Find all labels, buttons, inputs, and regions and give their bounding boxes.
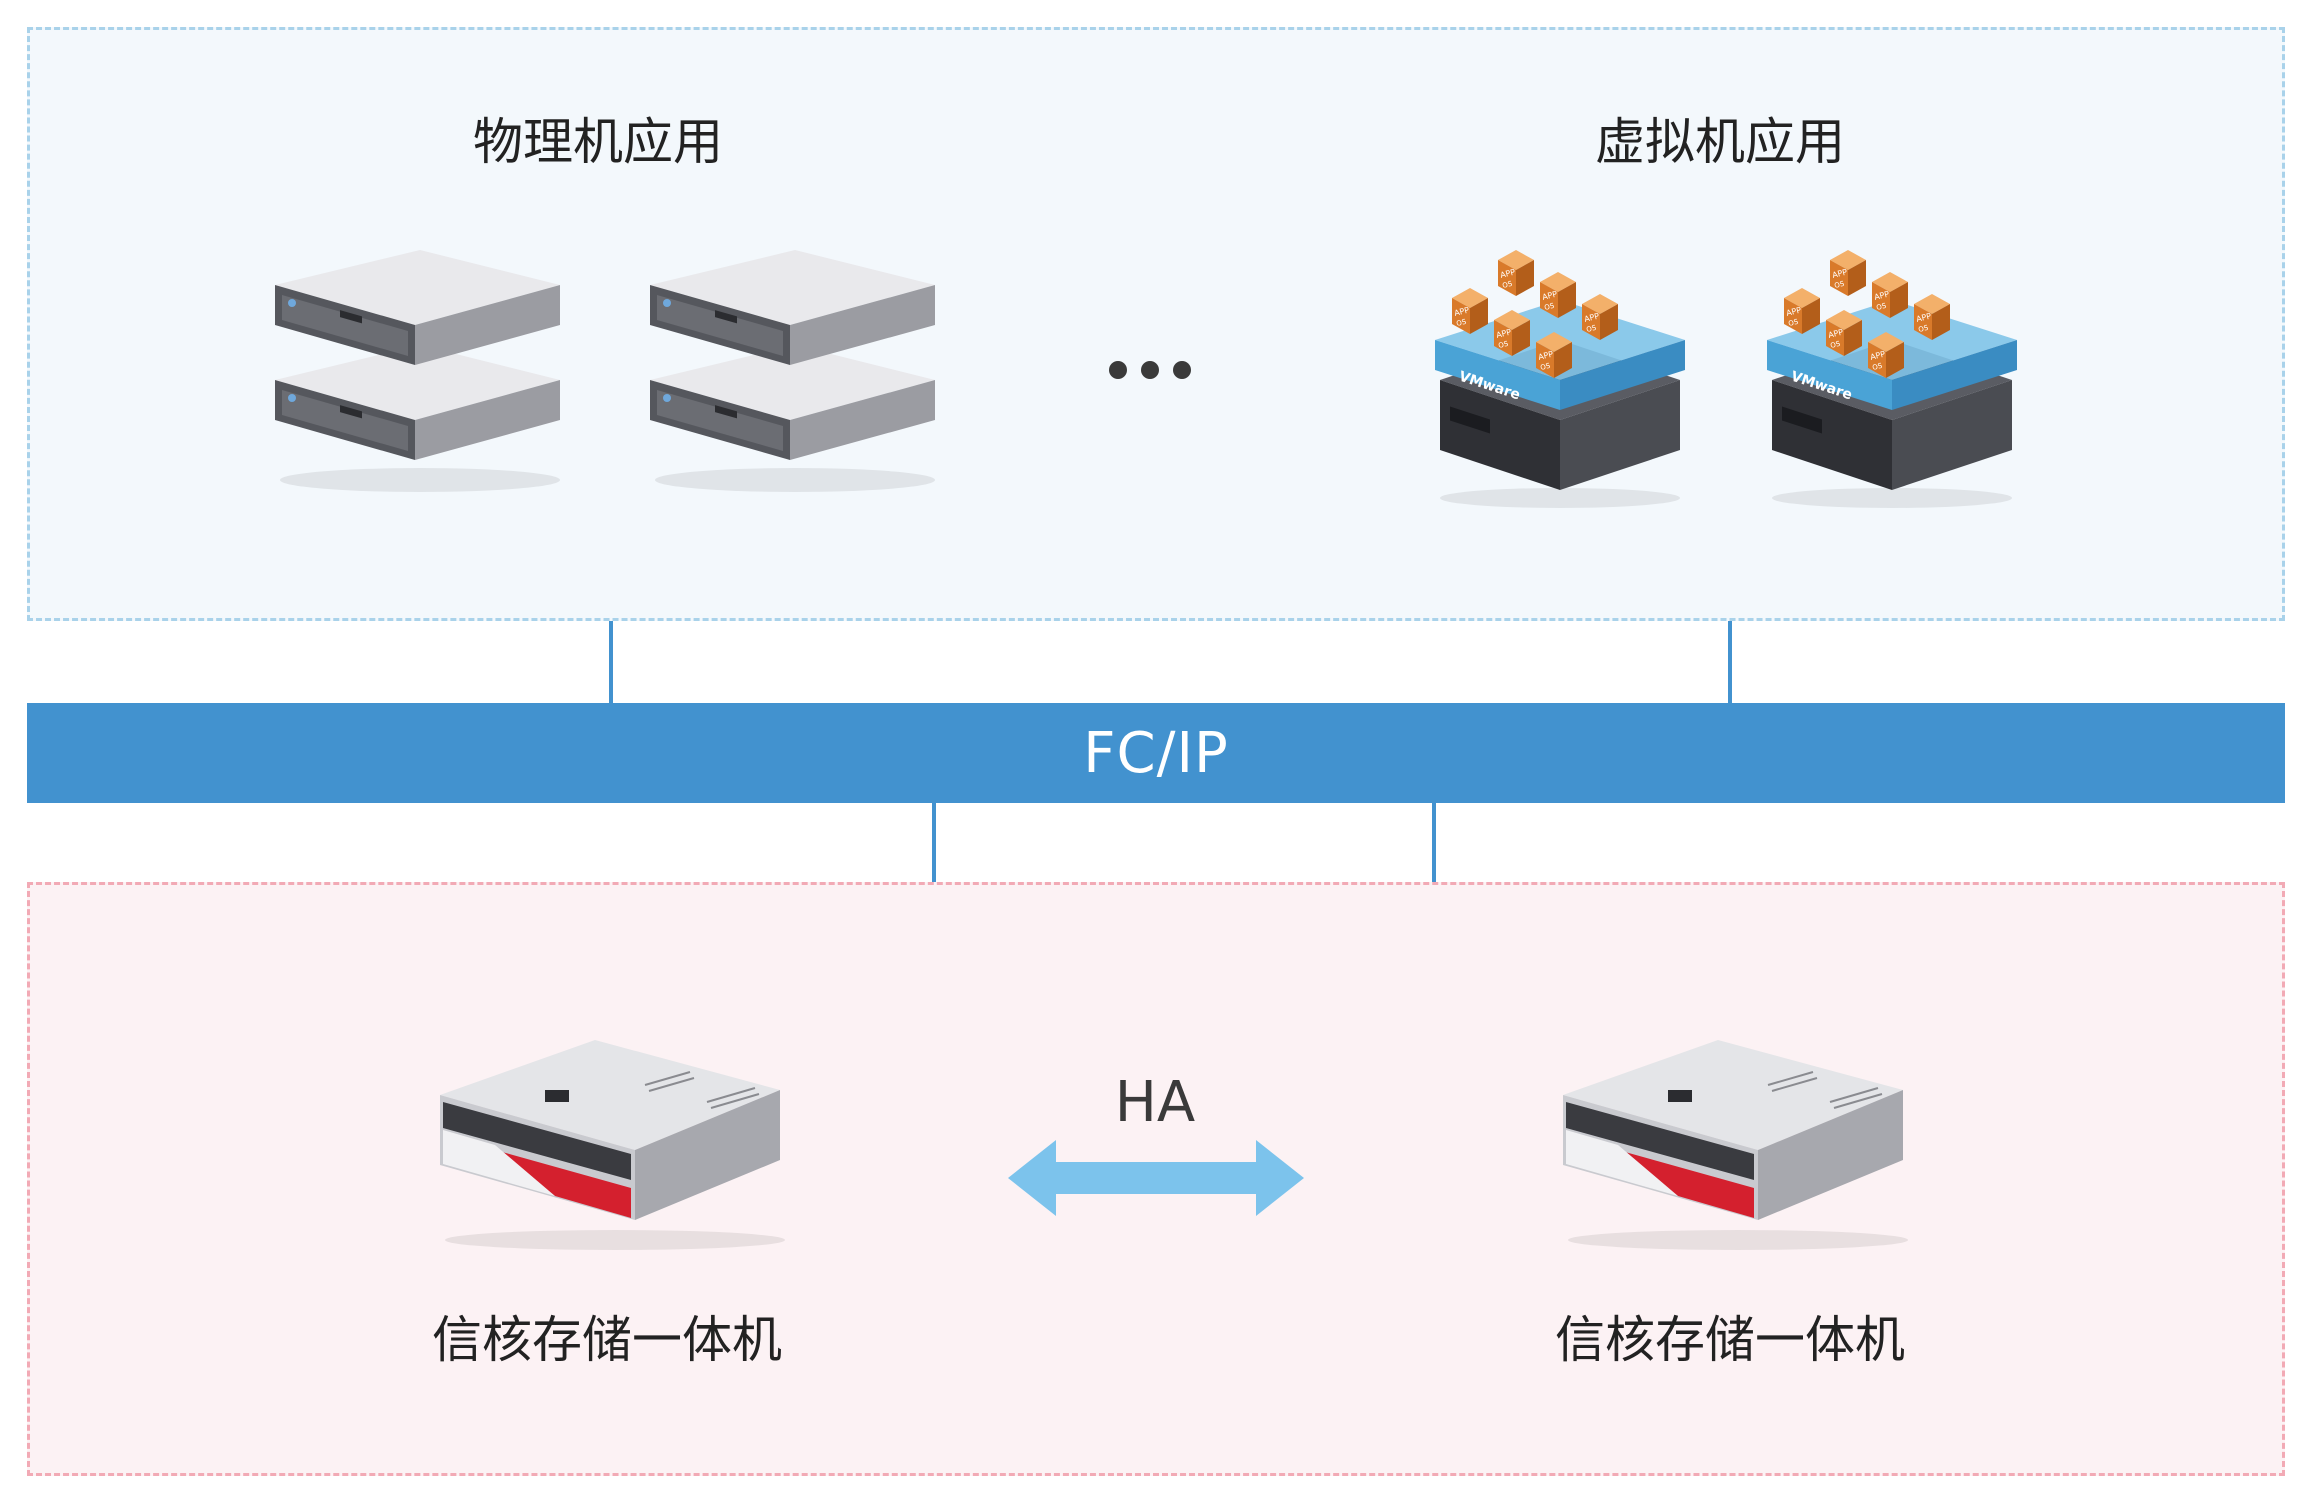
svg-text:OS: OS [1876,302,1888,312]
svg-text:OS: OS [1544,302,1556,312]
svg-text:OS: OS [1586,324,1598,334]
svg-text:APP: APP [1831,268,1848,280]
fc-ip-bus: FC/IP [27,703,2285,803]
svg-text:OS: OS [1456,318,1468,328]
svg-text:OS: OS [1788,318,1800,328]
virtual-app-label: 虚拟机应用 [1595,113,1845,171]
svg-text:APP: APP [1873,290,1890,302]
svg-text:APP: APP [1869,350,1886,362]
ellipsis-icon [1109,361,1191,379]
svg-text:OS: OS [1918,324,1930,334]
svg-text:OS: OS [1834,280,1846,290]
vmware-host-icon: VMware APP OS APP OS APP OS APP OS APP O… [1435,250,1685,508]
storage-appliance-icon [440,1040,785,1250]
svg-text:APP: APP [1915,312,1932,324]
svg-text:OS: OS [1502,280,1514,290]
link-physical-to-bus [609,621,613,703]
physical-app-label: 物理机应用 [473,113,723,171]
vmware-host-icon: VMware APP OS APP OS APP OS APP OS APP O… [1767,250,2017,508]
bus-label: FC/IP [1083,720,1229,786]
svg-text:OS: OS [1830,340,1842,350]
svg-text:OS: OS [1540,362,1552,372]
svg-text:APP: APP [1495,328,1512,340]
link-bus-to-storage-right [1432,803,1436,882]
server-stack-icon [275,250,560,492]
svg-text:APP: APP [1827,328,1844,340]
link-bus-to-storage-left [932,803,936,882]
storage-appliance-icon [1563,1040,1908,1250]
bidirectional-arrow-icon [1008,1140,1304,1216]
svg-text:APP: APP [1537,350,1554,362]
svg-text:APP: APP [1499,268,1516,280]
storage-label-left: 信核存储一体机 [432,1311,782,1369]
svg-text:APP: APP [1785,306,1802,318]
server-stack-icon [650,250,935,492]
svg-text:OS: OS [1498,340,1510,350]
svg-text:APP: APP [1453,306,1470,318]
link-virtual-to-bus [1728,621,1732,703]
svg-text:OS: OS [1872,362,1884,372]
svg-text:APP: APP [1583,312,1600,324]
svg-text:APP: APP [1541,290,1558,302]
ha-label: HA [1114,1070,1196,1135]
storage-label-right: 信核存储一体机 [1555,1311,1905,1369]
